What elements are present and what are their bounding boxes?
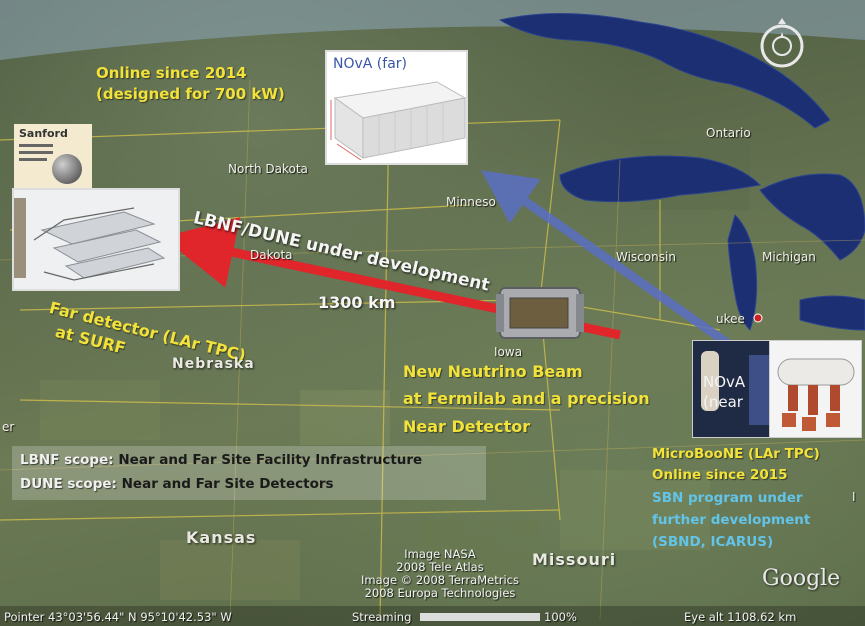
nova-near-photo-figure xyxy=(701,351,719,411)
nebraska-label: Nebraska xyxy=(172,356,255,372)
dune-scope-value: Near and Far Site Detectors xyxy=(121,476,334,492)
lake-erie xyxy=(799,295,865,331)
right-edge-label: I xyxy=(852,490,856,504)
far-detector-cavern-icon xyxy=(14,190,178,289)
dune-scope-line: DUNE scope: Near and Far Site Detectors xyxy=(20,476,334,492)
lake-michigan xyxy=(727,214,758,331)
microboone-online-label: Online since 2015 xyxy=(652,467,788,483)
scope-legend: LBNF scope: Near and Far Site Facility I… xyxy=(12,446,486,500)
new-beam-label: New Neutrino Beam xyxy=(403,362,583,381)
microboone-cryostat-icon xyxy=(777,358,855,431)
google-logo: Google xyxy=(762,566,841,591)
kansas-label: Kansas xyxy=(186,528,257,547)
lbnf-scope-value: Near and Far Site Facility Infrastructur… xyxy=(118,452,423,468)
nova-near-label-2: (near xyxy=(703,393,743,411)
lake-superior xyxy=(498,13,831,129)
milwaukee-label: ukee xyxy=(716,312,745,326)
ontario-label: Ontario xyxy=(706,126,751,140)
distance-label: 1300 km xyxy=(318,293,396,312)
michigan-label: Michigan xyxy=(762,250,816,264)
dune-scope-key: DUNE scope: xyxy=(20,476,117,492)
sbn-development-label: further development xyxy=(652,512,811,528)
status-bar: Pointer 43°03'56.44" N 95°10'42.53" W St… xyxy=(0,606,865,626)
nova-far-detector-icon xyxy=(330,81,466,160)
nova-far-inset: NOvA (far) xyxy=(325,50,468,165)
lake-huron xyxy=(759,173,865,261)
designed-700kw-label: (designed for 700 kW) xyxy=(96,85,285,103)
sbn-program-label: SBN program under xyxy=(652,490,803,506)
south-dakota-label: Dakota xyxy=(250,248,293,262)
lbnf-scope-key: LBNF scope: xyxy=(20,452,114,468)
left-edge-label: er xyxy=(2,420,15,434)
credit-line-1: Image NASA xyxy=(404,547,476,561)
sanford-logo-text: Sanford xyxy=(19,127,68,140)
iowa-label: Iowa xyxy=(494,345,523,359)
microboone-photo xyxy=(769,340,862,438)
sanford-lab-logo: Sanford xyxy=(14,124,92,192)
fermilab-label: at Fermilab and a precision xyxy=(403,389,650,408)
near-detector-label: Near Detector xyxy=(403,417,531,436)
great-lakes xyxy=(498,13,865,331)
streaming-percent: 100% xyxy=(544,610,577,624)
microboone-label: MicroBooNE (LAr TPC) xyxy=(652,446,820,462)
state-borders xyxy=(0,59,721,621)
streaming-progress-bar xyxy=(420,613,540,621)
nova-near-photo: NOvA (near xyxy=(692,340,782,438)
sbn-detectors-label: (SBND, ICARUS) xyxy=(652,534,774,550)
compass-icon xyxy=(760,18,804,68)
near-detector-hall-icon xyxy=(496,287,584,339)
lake-superior-west xyxy=(559,155,762,203)
missouri-label: Missouri xyxy=(532,550,617,569)
sky-haze xyxy=(0,0,865,60)
credit-line-3: Image © 2008 TerraMetrics xyxy=(361,573,519,587)
lbnf-scope-line: LBNF scope: Near and Far Site Facility I… xyxy=(20,452,422,468)
streaming-label: Streaming xyxy=(352,610,412,624)
minnesota-label: Minneso xyxy=(446,195,496,209)
milwaukee-marker xyxy=(753,313,763,323)
nova-near-label: NOvA xyxy=(703,373,746,391)
nova-far-label: NOvA (far) xyxy=(333,56,407,72)
credit-line-4: 2008 Europa Technologies xyxy=(364,586,516,600)
sanford-logo-lines xyxy=(19,151,53,154)
streaming-progress-fill xyxy=(421,614,539,620)
credit-line-2: 2008 Tele Atlas xyxy=(396,560,484,574)
nova-beam-arrow xyxy=(480,170,733,349)
sanford-logo-lines xyxy=(19,144,53,147)
globe-icon xyxy=(52,154,82,184)
eye-altitude: Eye alt 1108.62 km xyxy=(684,610,797,624)
wisconsin-label: Wisconsin xyxy=(616,250,676,264)
north-dakota-label: North Dakota xyxy=(228,162,308,176)
pointer-coordinates: Pointer 43°03'56.44" N 95°10'42.53" W xyxy=(4,610,232,624)
sanford-logo-lines xyxy=(19,158,47,161)
online-2014-label: Online since 2014 xyxy=(96,64,247,82)
image-credits: Image NASA 2008 Tele Atlas Image © 2008 … xyxy=(320,548,560,600)
surf-far-detector-inset xyxy=(12,188,180,291)
